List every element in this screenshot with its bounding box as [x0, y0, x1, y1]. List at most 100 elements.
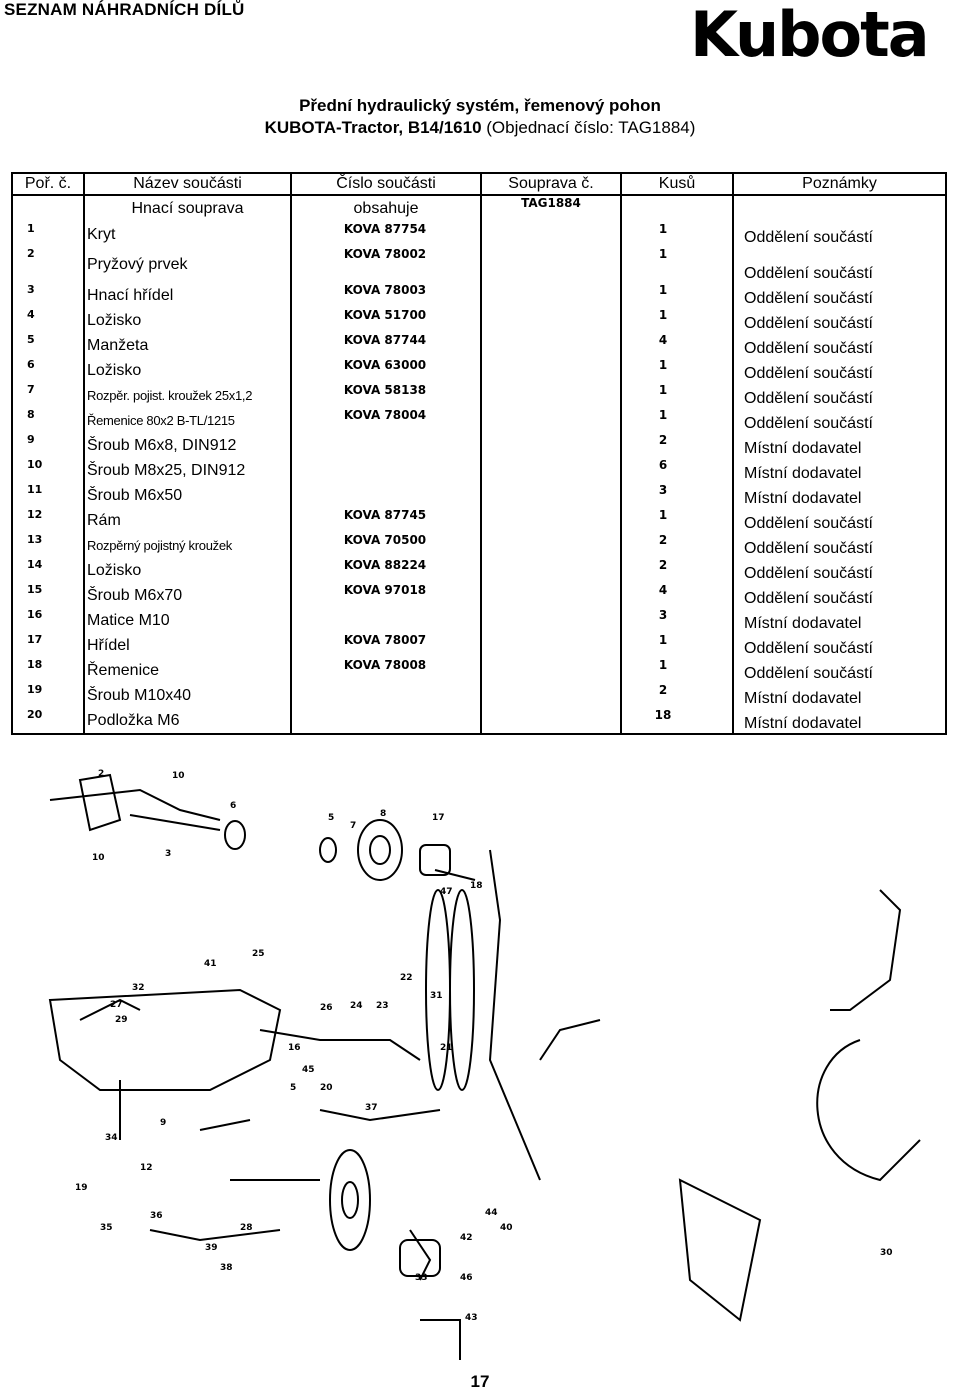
callout-number: 33 — [415, 1273, 428, 1283]
row-set — [480, 533, 622, 558]
row-code: KOVA 78007 — [290, 633, 482, 658]
subheader-note — [732, 195, 947, 222]
col-header-note: Poznámky — [732, 172, 947, 196]
callout-number: 3 — [165, 849, 171, 859]
row-code — [290, 708, 482, 735]
row-set — [480, 458, 622, 483]
row-set — [480, 222, 622, 247]
row-set — [480, 633, 622, 658]
row-set — [480, 483, 622, 508]
row-code: KOVA 51700 — [290, 308, 482, 333]
row-name: Ložisko — [83, 358, 292, 383]
callout-number: 32 — [132, 983, 145, 993]
row-name: Pryžový prvek — [83, 247, 292, 283]
pulley-part — [329, 1149, 371, 1251]
row-name: Rozpěrný pojistný kroužek — [83, 533, 292, 558]
row-set — [480, 433, 622, 458]
row-note: Místní dodavatel — [732, 458, 947, 483]
col-header-code: Číslo součásti — [290, 172, 482, 196]
row-qty: 1 — [620, 658, 734, 683]
row-no: 15 — [11, 583, 85, 608]
col-header-set: Souprava č. — [480, 172, 622, 196]
row-code: KOVA 88224 — [290, 558, 482, 583]
callout-number: 6 — [230, 801, 236, 811]
row-qty: 1 — [620, 222, 734, 247]
row-note: Oddělení součástí — [732, 308, 947, 333]
row-note: Místní dodavatel — [732, 433, 947, 458]
row-set — [480, 583, 622, 608]
row-set — [480, 308, 622, 333]
row-note: Místní dodavatel — [732, 708, 947, 735]
callout-number: 35 — [100, 1223, 113, 1233]
callout-number: 44 — [485, 1208, 498, 1218]
row-name: Rám — [83, 508, 292, 533]
row-set — [480, 608, 622, 633]
row-note: Oddělení součástí — [732, 222, 947, 247]
callout-number: 43 — [465, 1313, 478, 1323]
model-name: KUBOTA-Tractor, B14/1610 — [264, 118, 482, 137]
callout-number: 28 — [240, 1223, 253, 1233]
row-no: 19 — [11, 683, 85, 708]
callout-number: 41 — [204, 959, 217, 969]
belt-part — [425, 889, 451, 1091]
row-note: Oddělení součástí — [732, 247, 947, 283]
row-set — [480, 683, 622, 708]
callout-number: 18 — [470, 881, 483, 891]
callout-number: 22 — [400, 973, 413, 983]
row-no: 4 — [11, 308, 85, 333]
row-code — [290, 483, 482, 508]
subheader-set: TAG1884 — [480, 195, 622, 222]
row-name: Hřídel — [83, 633, 292, 658]
table-subheader-row: Hnací souprava obsahuje TAG1884 — [11, 195, 947, 222]
callout-number: 46 — [460, 1273, 473, 1283]
callout-number: 30 — [880, 1248, 893, 1258]
callout-number: 27 — [110, 1000, 123, 1010]
callout-number: 5 — [328, 813, 334, 823]
row-name: Řemenice 80x2 B-TL/1215 — [83, 408, 292, 433]
callout-number: 36 — [150, 1211, 163, 1221]
callout-number: 40 — [500, 1223, 513, 1233]
row-name: Rozpěr. pojist. kroužek 25x1,2 — [83, 383, 292, 408]
row-code: KOVA 78002 — [290, 247, 482, 283]
callout-number: 8 — [380, 809, 386, 819]
row-code: KOVA 78004 — [290, 408, 482, 433]
row-no: 7 — [11, 383, 85, 408]
document-title: Přední hydraulický systém, řemenový poho… — [299, 96, 661, 115]
document-subtitle: KUBOTA-Tractor, B14/1610 (Objednací čísl… — [0, 118, 960, 138]
row-qty: 3 — [620, 608, 734, 633]
row-note: Oddělení součástí — [732, 408, 947, 433]
row-note: Oddělení součástí — [732, 383, 947, 408]
row-note: Místní dodavatel — [732, 683, 947, 708]
row-qty: 2 — [620, 533, 734, 558]
row-no: 10 — [11, 458, 85, 483]
row-name: Ložisko — [83, 308, 292, 333]
row-note: Oddělení součástí — [732, 358, 947, 383]
subheader-qty — [620, 195, 734, 222]
frame-plate — [678, 1178, 762, 1322]
row-set — [480, 283, 622, 308]
row-set — [480, 333, 622, 358]
page-number: 17 — [470, 1372, 490, 1391]
diagram-linework — [48, 773, 921, 1360]
col-header-qty: Kusů — [620, 172, 734, 196]
row-qty: 2 — [620, 433, 734, 458]
kubota-logo: Kubota — [690, 0, 930, 71]
row-note: Oddělení součástí — [732, 508, 947, 533]
callout-number: 9 — [160, 1118, 166, 1128]
callout-number: 25 — [252, 949, 265, 959]
callout-number: 16 — [288, 1043, 301, 1053]
row-code: KOVA 87745 — [290, 508, 482, 533]
row-code: KOVA 87754 — [290, 222, 482, 247]
row-no: 13 — [11, 533, 85, 558]
subheader-name: Hnací souprava — [83, 195, 292, 222]
row-qty: 2 — [620, 683, 734, 708]
row-code: KOVA 78003 — [290, 283, 482, 308]
row-name: Šroub M6x70 — [83, 583, 292, 608]
callout-number: 7 — [350, 821, 356, 831]
